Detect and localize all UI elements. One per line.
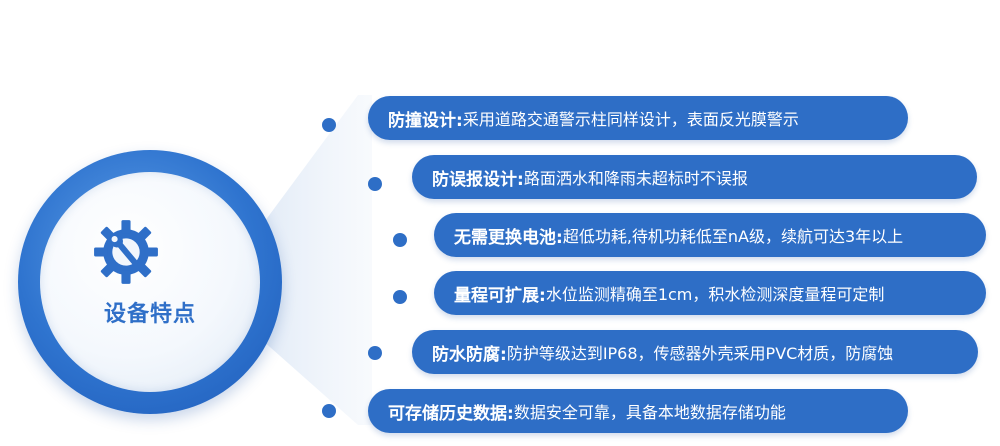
feature-dot-4 bbox=[393, 290, 407, 304]
tag-no-battery-change: 无需更换电池 bbox=[439, 24, 560, 49]
feature-pill-range: 量程可扩展:水位监测精确至1cm，积水检测深度量程可定制 bbox=[434, 271, 986, 315]
feature-text: 采用道路交通警示柱同样设计，表面反光膜警示 bbox=[462, 110, 799, 129]
gear-wrench-icon bbox=[94, 220, 158, 284]
feature-text: 超低功耗,待机功耗低至nA级，续航可达3年以上 bbox=[562, 227, 904, 246]
feature-key: 防水防腐: bbox=[432, 344, 507, 365]
feature-dot-3 bbox=[393, 233, 407, 247]
feature-dot-2 bbox=[368, 177, 382, 191]
center-title: 设备特点 bbox=[103, 302, 196, 327]
feature-text: 防护等级达到IP68，传感器外壳采用PVC材质，防腐蚀 bbox=[506, 344, 894, 363]
feature-key: 无需更换电池: bbox=[454, 227, 563, 248]
feature-text: 路面洒水和降雨未超标时不误报 bbox=[523, 169, 748, 188]
feature-key: 防误报设计: bbox=[432, 169, 524, 190]
feature-pill-battery: 无需更换电池:超低功耗,待机功耗低至nA级，续航可达3年以上 bbox=[434, 213, 986, 257]
tag-compact-install: 体积小 安装方便 bbox=[22, 24, 169, 49]
feature-pill-anti-false-alarm: 防误报设计:路面洒水和降雨未超标时不误报 bbox=[412, 155, 977, 199]
feature-key: 防撞设计: bbox=[388, 110, 463, 131]
tag-waterproof: 防水防腐 bbox=[661, 24, 742, 49]
feature-key: 量程可扩展: bbox=[454, 285, 546, 306]
feature-text: 水位监测精确至1cm，积水检测深度量程可定制 bbox=[545, 285, 885, 304]
feature-text: 数据安全可靠，具备本地数据存储功能 bbox=[513, 403, 786, 422]
feature-dot-6 bbox=[322, 404, 336, 418]
feature-pill-waterproof: 防水防腐: 防护等级达到IP68，传感器外壳采用PVC材质，防腐蚀 bbox=[412, 330, 978, 374]
feature-dot-1 bbox=[322, 118, 336, 132]
feature-dot-5 bbox=[368, 346, 382, 360]
feature-pill-history: 可存储历史数据:数据安全可靠，具备本地数据存储功能 bbox=[368, 389, 908, 433]
tag-anti-collision: 防撞 防误报 bbox=[244, 24, 351, 49]
tag-alarm: 带声光报警功能 bbox=[833, 24, 974, 49]
feature-key: 可存储历史数据: bbox=[388, 403, 514, 424]
feature-circle-inner bbox=[40, 172, 260, 392]
feature-pill-anti-collision: 防撞设计:采用道路交通警示柱同样设计，表面反光膜警示 bbox=[368, 96, 908, 140]
